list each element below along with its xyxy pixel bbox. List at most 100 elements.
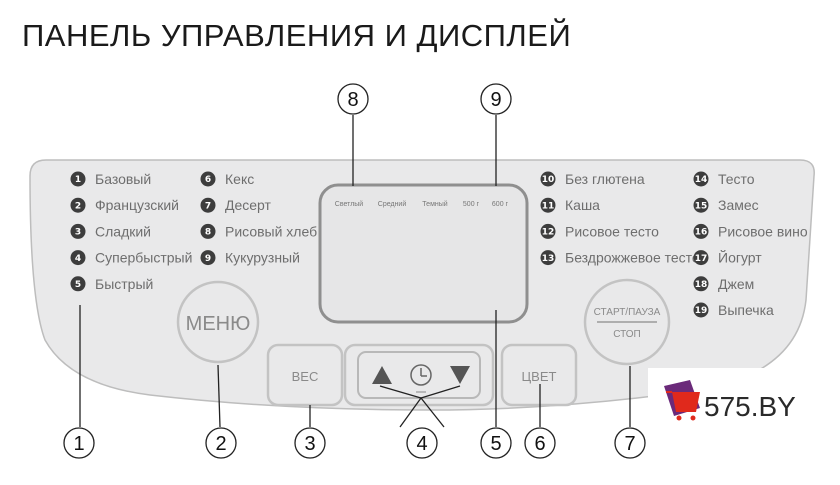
program-number: 16 [695, 228, 708, 238]
program-item: 6 Кекс [200, 171, 254, 187]
program-number-badge [693, 250, 709, 266]
program-number: 9 [205, 254, 211, 264]
weight-button[interactable]: ВЕС [266, 343, 344, 407]
program-number-badge [540, 171, 556, 187]
program-number: 7 [205, 201, 211, 211]
program-number-badge [200, 171, 216, 187]
program-label: Десерт [225, 197, 272, 213]
svg-text:1: 1 [73, 433, 84, 455]
time-adjust-buttons [343, 343, 495, 407]
svg-text:6: 6 [534, 433, 545, 455]
display-indicators: Светлый Средний Темный 500 г 600 г [335, 200, 509, 208]
callout-8: 8 [337, 83, 369, 115]
lcd-display [318, 183, 529, 324]
program-label: Выпечка [718, 302, 774, 318]
program-number: 1 [75, 175, 81, 185]
program-item: 16 Рисовое вино [693, 223, 808, 239]
svg-text:3: 3 [304, 433, 315, 455]
program-number-badge [540, 197, 556, 213]
program-number-badge [540, 250, 556, 266]
program-item: 13 Бездрожжевое тесто [540, 250, 700, 266]
up-arrow-icon[interactable] [372, 366, 392, 384]
indicator-dark: Темный [422, 200, 447, 208]
program-number: 11 [542, 201, 555, 211]
program-label: Супербыстрый [95, 250, 192, 266]
program-item: 4 Супербыстрый [70, 250, 192, 266]
program-item: 9 Кукурузный [200, 250, 300, 266]
svg-text:5: 5 [490, 433, 501, 455]
program-number: 17 [695, 254, 708, 264]
weight-button-label: ВЕС [292, 369, 319, 384]
color-button[interactable]: ЦВЕТ [500, 343, 578, 407]
logo-text: 575.BY [704, 391, 796, 422]
program-number-badge [70, 197, 86, 213]
callout-7: 7 [614, 427, 646, 459]
start-pause-button[interactable]: СТАРТ/ПАУЗА СТОП [583, 278, 671, 366]
program-number: 5 [75, 280, 81, 290]
callout-1: 1 [63, 427, 95, 459]
program-label: Кекс [225, 171, 254, 187]
program-number-badge [200, 250, 216, 266]
callout-3: 3 [294, 427, 326, 459]
program-number: 6 [205, 175, 211, 185]
program-number-badge [693, 171, 709, 187]
program-item: 5 Быстрый [70, 276, 153, 292]
svg-text:7: 7 [624, 433, 635, 455]
program-label: Рисовое тесто [565, 223, 659, 239]
program-label: Замес [718, 197, 759, 213]
program-number: 18 [695, 280, 708, 290]
program-number-badge [693, 276, 709, 292]
program-item: 7 Десерт [200, 197, 272, 213]
down-arrow-icon[interactable] [450, 366, 470, 384]
program-number-badge [693, 302, 709, 318]
program-number-badge [200, 223, 216, 239]
indicator-light: Светлый [335, 200, 364, 208]
program-item: 15 Замес [693, 197, 759, 213]
svg-text:2: 2 [215, 433, 226, 455]
program-label: Базовый [95, 171, 151, 187]
program-number-badge [200, 197, 216, 213]
program-number: 3 [75, 228, 81, 238]
program-label: Сладкий [95, 223, 151, 239]
stop-label: СТОП [613, 329, 641, 340]
menu-button-label: МЕНЮ [186, 313, 251, 335]
menu-button[interactable]: МЕНЮ [176, 280, 260, 364]
callout-5: 5 [480, 427, 512, 459]
program-number: 4 [75, 254, 81, 264]
callout-2: 2 [205, 427, 237, 459]
program-label: Кукурузный [225, 250, 300, 266]
indicator-500g: 500 г [463, 201, 480, 208]
program-label: Быстрый [95, 276, 153, 292]
program-number: 14 [695, 175, 708, 185]
svg-text:8: 8 [347, 89, 358, 111]
leader-lines [79, 115, 631, 428]
program-label: Без глютена [565, 171, 645, 187]
indicator-medium: Средний [378, 200, 407, 208]
program-number-badge [540, 223, 556, 239]
program-label: Бездрожжевое тесто [565, 250, 700, 266]
program-number: 15 [695, 201, 708, 211]
callout-9: 9 [480, 83, 512, 115]
callout-6: 6 [524, 427, 556, 459]
callout-4: 4 [406, 427, 438, 459]
program-number: 2 [75, 201, 81, 211]
program-label: Рисовое вино [718, 223, 808, 239]
start-pause-label: СТАРТ/ПАУЗА [594, 307, 661, 318]
program-number: 8 [205, 228, 211, 238]
program-number-badge [693, 197, 709, 213]
color-button-label: ЦВЕТ [522, 369, 557, 384]
program-label: Джем [718, 276, 754, 292]
cart-icon [664, 380, 700, 421]
page-title: ПАНЕЛЬ УПРАВЛЕНИЯ И ДИСПЛЕЙ [22, 18, 572, 53]
program-number: 13 [542, 254, 555, 264]
clock-icon [410, 364, 432, 393]
